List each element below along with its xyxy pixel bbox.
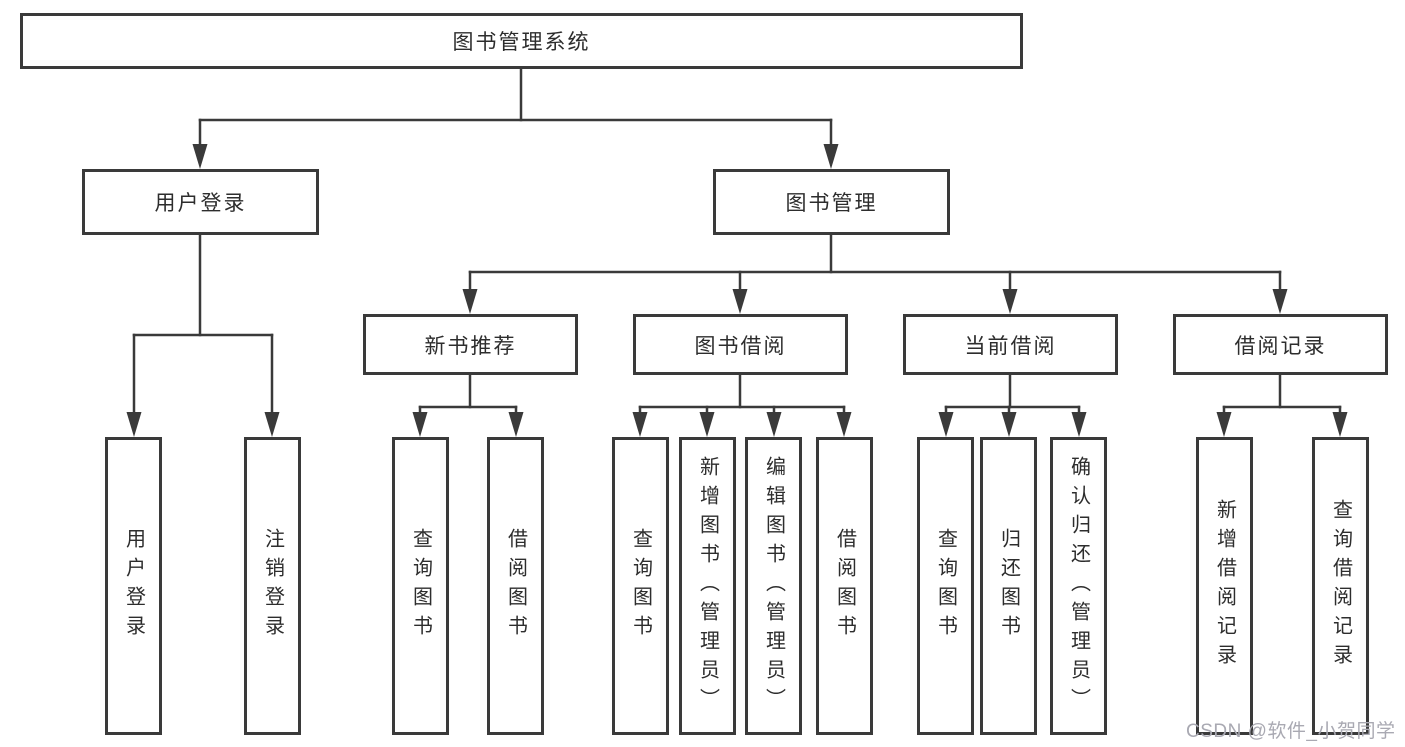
leaf-user-login-label: 用户登录 <box>122 528 145 644</box>
node-book-management: 图书管理 <box>713 169 950 235</box>
node-root-label: 图书管理系统 <box>452 31 591 54</box>
leaf-confirm-return-admin: 确认归还（管理员） <box>1050 437 1107 735</box>
node-user-login: 用户登录 <box>82 169 319 235</box>
node-borrowing-records: 借阅记录 <box>1173 314 1388 375</box>
leaf-add-borrow-record: 新增借阅记录 <box>1196 437 1253 735</box>
node-new-book-recommend-label: 新书推荐 <box>424 334 517 358</box>
leaf-query-borrow-record-label: 查询借阅记录 <box>1329 499 1352 673</box>
node-book-borrowing: 图书借阅 <box>633 314 848 375</box>
leaf-query-books-borrowing: 查询图书 <box>612 437 669 735</box>
node-book-management-label: 图书管理 <box>785 192 878 215</box>
leaf-add-book-admin-label: 新增图书（管理员） <box>696 455 719 717</box>
leaf-query-books-current: 查询图书 <box>917 437 974 735</box>
leaf-borrow-books-recommend-label: 借阅图书 <box>504 528 527 644</box>
node-root-system: 图书管理系统 <box>20 13 1023 69</box>
leaf-query-books-recommend: 查询图书 <box>392 437 449 735</box>
arrowheads <box>126 144 1348 437</box>
leaf-query-books-borrowing-label: 查询图书 <box>629 528 652 644</box>
leaf-user-login: 用户登录 <box>105 437 162 735</box>
leaf-edit-book-admin-label: 编辑图书（管理员） <box>762 455 785 717</box>
leaf-edit-book-admin: 编辑图书（管理员） <box>745 437 802 735</box>
node-current-borrowing: 当前借阅 <box>903 314 1118 375</box>
leaf-borrow-books-borrowing: 借阅图书 <box>816 437 873 735</box>
leaf-logout-label: 注销登录 <box>261 528 284 644</box>
node-borrowing-records-label: 借阅记录 <box>1234 334 1327 358</box>
leaf-return-books-label: 归还图书 <box>997 528 1020 644</box>
leaf-query-books-current-label: 查询图书 <box>934 528 957 644</box>
leaf-add-book-admin: 新增图书（管理员） <box>679 437 736 735</box>
leaf-logout: 注销登录 <box>244 437 301 735</box>
leaf-confirm-return-admin-label: 确认归还（管理员） <box>1067 455 1090 717</box>
leaf-borrow-books-recommend: 借阅图书 <box>487 437 544 735</box>
node-book-borrowing-label: 图书借阅 <box>694 334 787 358</box>
leaf-query-books-recommend-label: 查询图书 <box>409 528 432 644</box>
csdn-watermark: CSDN @软件_小贺同学 <box>1186 721 1396 742</box>
node-new-book-recommend: 新书推荐 <box>363 314 578 375</box>
node-user-login-label: 用户登录 <box>154 192 247 215</box>
leaf-query-borrow-record: 查询借阅记录 <box>1312 437 1369 735</box>
leaf-return-books: 归还图书 <box>980 437 1037 735</box>
leaf-add-borrow-record-label: 新增借阅记录 <box>1213 499 1236 673</box>
node-current-borrowing-label: 当前借阅 <box>964 334 1057 358</box>
leaf-borrow-books-borrowing-label: 借阅图书 <box>833 528 856 644</box>
